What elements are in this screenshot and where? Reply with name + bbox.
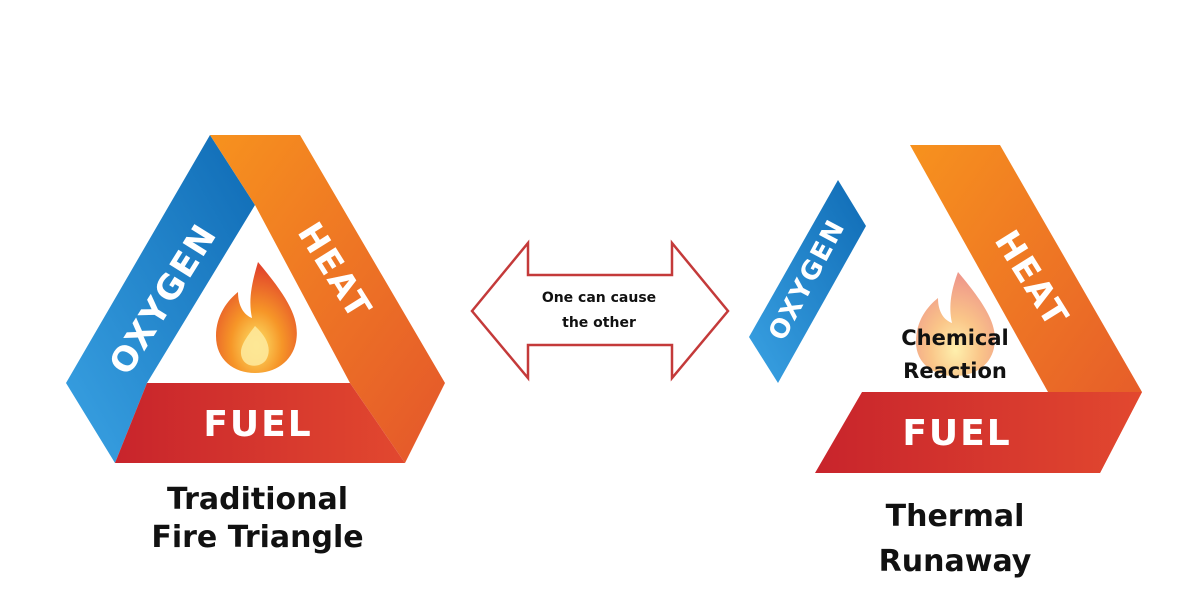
traditional-caption-line-2: Fire Triangle bbox=[151, 520, 364, 555]
flame-icon bbox=[216, 262, 297, 373]
thermal-runaway-caption-line-1: Thermal bbox=[885, 499, 1025, 534]
oxygen-band-detached bbox=[749, 180, 866, 383]
heat-band bbox=[210, 135, 445, 463]
thermal-runaway-caption-line-2: Runaway bbox=[878, 544, 1032, 579]
traditional-fire-triangle: OXYGEN HEAT FUEL bbox=[66, 135, 445, 463]
chemical-reaction-line-2: Reaction bbox=[903, 359, 1007, 383]
flame-icon-faded bbox=[916, 272, 995, 376]
fuel-band-right bbox=[815, 392, 1142, 473]
thermal-runaway-caption: Thermal Runaway bbox=[845, 494, 1065, 584]
heat-band-right bbox=[910, 145, 1142, 473]
thermal-runaway-triangle: OXYGEN HEAT FUEL Chemical Reaction bbox=[749, 145, 1142, 473]
fuel-label: FUEL bbox=[203, 404, 312, 445]
fuel-band bbox=[115, 383, 405, 463]
double-arrow-icon bbox=[470, 239, 730, 382]
traditional-caption: Traditional Fire Triangle bbox=[135, 481, 380, 557]
arrow-text-line-1: One can cause bbox=[542, 290, 656, 306]
traditional-caption-line-1: Traditional bbox=[166, 482, 349, 517]
oxygen-band bbox=[66, 135, 255, 463]
arrow-text-line-2: the other bbox=[562, 315, 636, 331]
fuel-label-right: FUEL bbox=[902, 413, 1011, 454]
chemical-reaction-line-1: Chemical bbox=[901, 326, 1009, 350]
